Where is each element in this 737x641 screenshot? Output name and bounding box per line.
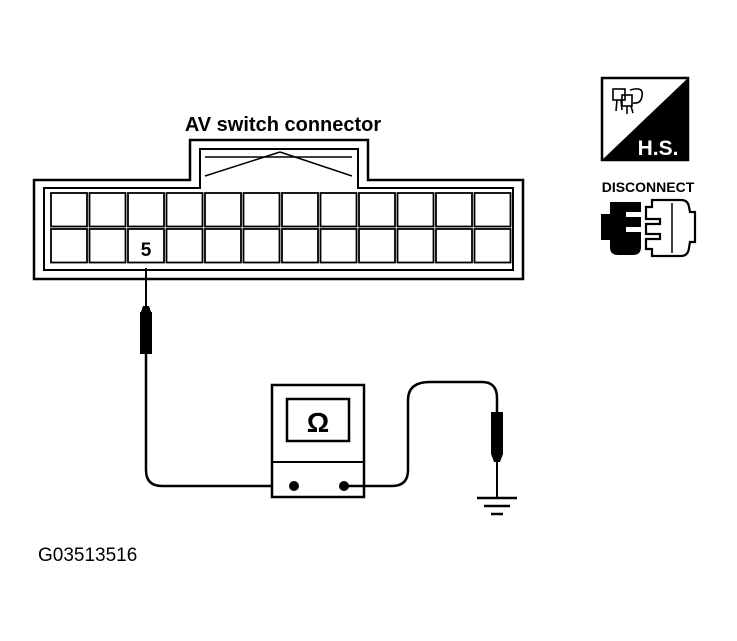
av-switch-connector: 5 [32,138,525,281]
ohm-symbol: Ω [307,407,329,438]
terminal-cell [319,228,358,264]
harness-icon [612,88,644,114]
ohmmeter: Ω [270,383,366,499]
hs-text: H.S. [638,137,679,160]
terminal-cell [319,192,358,228]
connector-probe [140,268,152,354]
terminal-cell [396,192,435,228]
test-lead-negative [344,380,499,488]
test-lead-positive [144,354,294,488]
disconnect-label: DISCONNECT [602,179,695,195]
terminal-cell [473,228,512,264]
terminal-cell [204,192,242,228]
terminal-cell [396,228,435,264]
terminal-cell [127,192,165,228]
terminal-cell [165,192,204,228]
ground-probe [491,412,503,498]
terminal-cell [435,192,473,228]
terminal-number-label: 5 [141,240,152,261]
terminal-cell [358,192,396,228]
terminal-cell [127,228,165,264]
terminal-cell [473,192,512,228]
terminal-cell [204,228,242,264]
terminal-cell [435,228,473,264]
disconnect-icon [601,198,697,258]
terminal-cell [88,192,127,228]
terminal-cell [242,192,281,228]
connector-lock-latch [204,151,353,177]
meter-display [285,397,351,443]
terminal-cell [358,228,396,264]
meter-jack-left [289,481,299,491]
terminal-cell [165,228,204,264]
terminal-cell [50,192,88,228]
terminal-cell [50,228,88,264]
connector-title: AV switch connector [185,114,382,136]
figure-id: G03513516 [38,545,137,566]
terminal-cell [88,228,127,264]
ground-icon [477,496,517,516]
terminal-cell [281,192,319,228]
terminal-cell [242,228,281,264]
terminal-grid [50,192,512,264]
terminal-cell [281,228,319,264]
hs-badge: H.S. [600,76,690,162]
